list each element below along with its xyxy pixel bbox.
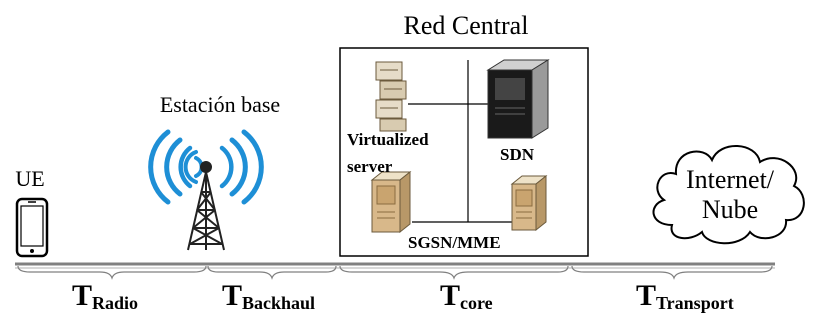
cloud-label-line1: Internet/: [686, 165, 775, 194]
segment-radio-main: T: [72, 279, 92, 312]
segment-label-radio: TRadio: [72, 279, 138, 313]
core-network-box: [339, 47, 589, 257]
sgsn-server-right-icon: [510, 174, 548, 232]
sgsn-mme-label: SGSN/MME: [408, 233, 501, 252]
antenna-tower-icon: [187, 161, 225, 251]
segment-core-sub: core: [460, 293, 493, 313]
segment-backhaul-main: T: [222, 279, 242, 312]
segment-transport-sub: Transport: [656, 293, 734, 313]
segment-braces: [17, 265, 773, 280]
segment-core-main: T: [440, 279, 460, 312]
sdn-server-icon: [486, 59, 550, 139]
segment-radio-sub: Radio: [92, 293, 138, 313]
base-station-label: Estación base: [160, 92, 280, 117]
segment-backhaul-sub: Backhaul: [242, 293, 315, 313]
sgsn-server-left-icon: [370, 170, 412, 234]
segment-label-transport: TTransport: [636, 279, 734, 313]
ue-label: UE: [15, 166, 44, 191]
virtualized-server-label-line2: server: [347, 157, 393, 176]
cloud-label-line2: Nube: [702, 195, 758, 224]
smartphone-icon: [15, 197, 49, 258]
virtualized-server-label-line1: Virtualized: [347, 130, 429, 149]
segment-label-core: Tcore: [440, 279, 493, 313]
cloud-icon: [652, 145, 805, 245]
timeline: [15, 262, 775, 269]
sdn-label: SDN: [500, 145, 535, 164]
segment-label-backhaul: TBackhaul: [222, 279, 315, 313]
core-network-title: Red Central: [404, 11, 529, 40]
server-stack-icon: [375, 61, 407, 132]
segment-transport-main: T: [636, 279, 656, 312]
